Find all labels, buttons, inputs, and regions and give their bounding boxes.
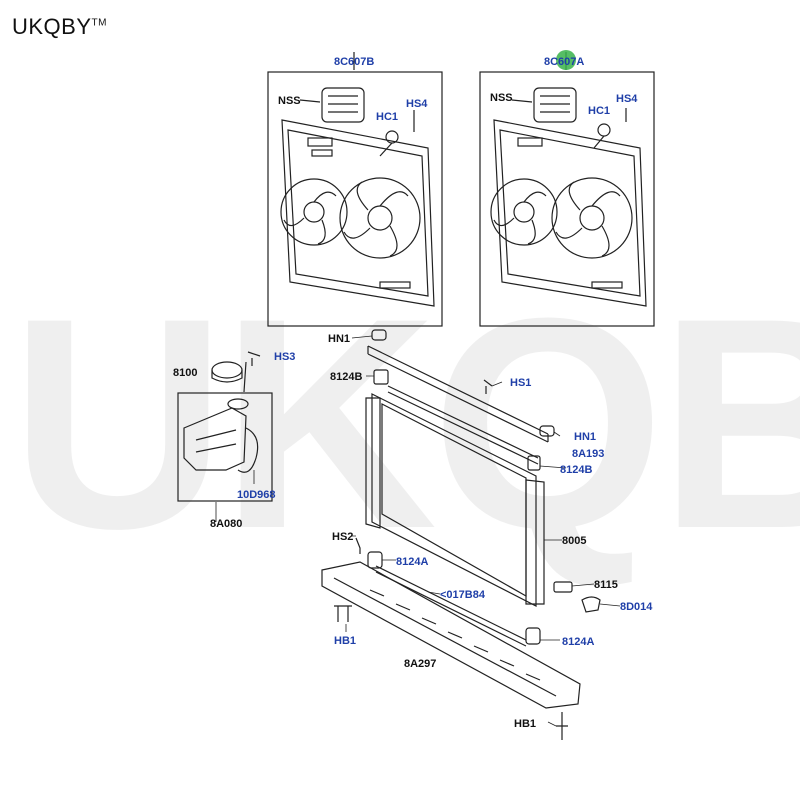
- mount-8124a-lower: [525, 627, 541, 645]
- label-8115: 8115: [594, 579, 618, 591]
- coolant-cap: [211, 361, 243, 379]
- label-hb1-bottom: HB1: [514, 718, 537, 730]
- label-8124b-top: 8124B: [330, 371, 363, 383]
- label-8124a-upper: 8124A: [396, 556, 429, 568]
- radiator: [365, 393, 545, 607]
- label-8124b-right: 8124B: [560, 464, 593, 476]
- label-hs4-left: HS4: [406, 98, 428, 110]
- label-hs4-right: HS4: [616, 93, 638, 105]
- brand-mark: TM: [91, 17, 107, 29]
- brand-name: UKQBY: [12, 14, 92, 39]
- label-8a297: 8A297: [404, 658, 437, 670]
- air-deflector: [321, 561, 581, 709]
- label-hc1-left: HC1: [376, 111, 399, 123]
- fan-assembly-box-right: [479, 71, 655, 327]
- fan-left-large: [339, 177, 421, 259]
- label-hc1-right: HC1: [588, 105, 611, 117]
- bolt-hb1-left: [334, 605, 352, 622]
- brand-logo: UKQBYTM: [12, 14, 107, 40]
- bracket-8124b-right: [527, 455, 541, 471]
- label-hs3: HS3: [274, 351, 296, 363]
- coolant-bottle: [183, 407, 247, 471]
- sensor-clip-8d014: [581, 596, 601, 613]
- label-8124a-lower: 8124A: [562, 636, 595, 648]
- label-nss-right: NSS: [490, 92, 513, 104]
- label-hs2: HS2: [332, 531, 354, 543]
- fan-shroud-left: [280, 119, 435, 307]
- label-8d014: 8D014: [620, 601, 653, 613]
- label-hb1-left: HB1: [334, 635, 357, 647]
- label-8a080: 8A080: [210, 518, 243, 530]
- fan-right-large: [551, 177, 633, 259]
- bottle-hose: [237, 427, 259, 473]
- grommet-hn1-right: [539, 425, 555, 437]
- sensor-8115: [553, 581, 573, 593]
- fan-right-small: [490, 178, 558, 246]
- grommet-hn1-top: [371, 329, 387, 341]
- label-hs1: HS1: [510, 377, 532, 389]
- clip-hc1-right: [597, 123, 611, 137]
- screw-hs3: [247, 351, 261, 366]
- label-017b84: <017B84: [440, 589, 485, 601]
- lower-seal: [375, 565, 527, 647]
- watermark: UKQBY™: [10, 255, 800, 591]
- label-10d968: 10D968: [237, 489, 276, 501]
- fan-module-right: [533, 87, 577, 123]
- fan-assembly-box-left: [267, 71, 443, 327]
- screw-hs1: [483, 379, 493, 394]
- fan-module-left: [321, 87, 365, 123]
- label-8c607a: 8C607A: [544, 56, 585, 68]
- screw-hs2: [355, 537, 361, 554]
- label-nss-left: NSS: [278, 95, 301, 107]
- mount-8124a-upper: [367, 551, 383, 569]
- top-seal-rail: [367, 345, 549, 443]
- label-hn1-top: HN1: [328, 333, 351, 345]
- label-8005: 8005: [562, 535, 587, 547]
- fan-shroud-right: [490, 119, 647, 307]
- label-8c607b: 8C607B: [334, 56, 375, 68]
- fan-left-small: [280, 178, 348, 246]
- highlight-marker: [556, 50, 576, 70]
- coolant-bottle-box: [177, 392, 273, 502]
- bracket-8124b-top: [373, 369, 389, 385]
- label-hn1-right: HN1: [574, 431, 597, 443]
- label-8a193: 8A193: [572, 448, 605, 460]
- label-8100: 8100: [173, 367, 198, 379]
- bolt-hb1-bottom: [556, 712, 568, 740]
